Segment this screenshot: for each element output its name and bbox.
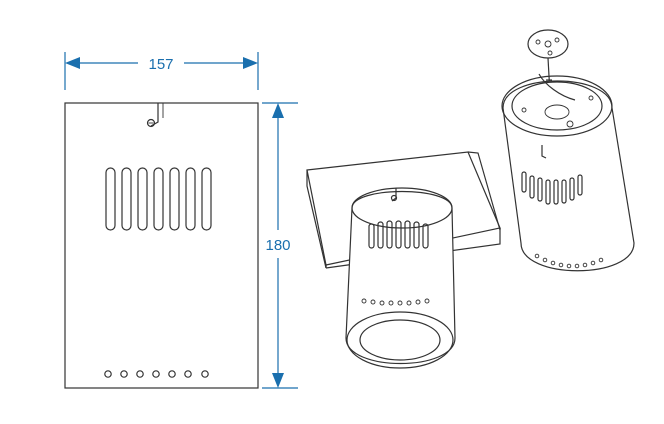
width-dimension: 157 [64, 52, 259, 90]
suspended-vent-slots [521, 171, 583, 205]
mount-lens [359, 319, 441, 361]
mount-cylinder-top [351, 187, 453, 229]
mount-holes [361, 298, 430, 306]
front-bottom-holes [104, 370, 209, 378]
front-hook-screw [146, 118, 156, 128]
suspended-view [501, 29, 635, 272]
mount-bottom-rim [346, 311, 454, 369]
height-arrow-top [272, 103, 284, 118]
mount-vent-slots [368, 220, 429, 249]
front-body-outline [64, 102, 259, 389]
suspended-holes [534, 253, 604, 269]
suspended-cylinder-body [502, 80, 635, 272]
front-vent-slots [105, 167, 212, 231]
surface-mount-view [306, 151, 501, 369]
width-arrow-right [243, 57, 258, 69]
front-view [64, 102, 259, 389]
width-label: 157 [148, 56, 173, 73]
height-dimension: 180 [262, 102, 298, 389]
mount-cylinder-body [345, 190, 456, 365]
height-label: 180 [265, 237, 290, 254]
height-arrow-bottom [272, 373, 284, 388]
suspended-cylinder-top [501, 75, 613, 137]
width-arrow-left [65, 57, 80, 69]
front-hook [150, 103, 159, 127]
